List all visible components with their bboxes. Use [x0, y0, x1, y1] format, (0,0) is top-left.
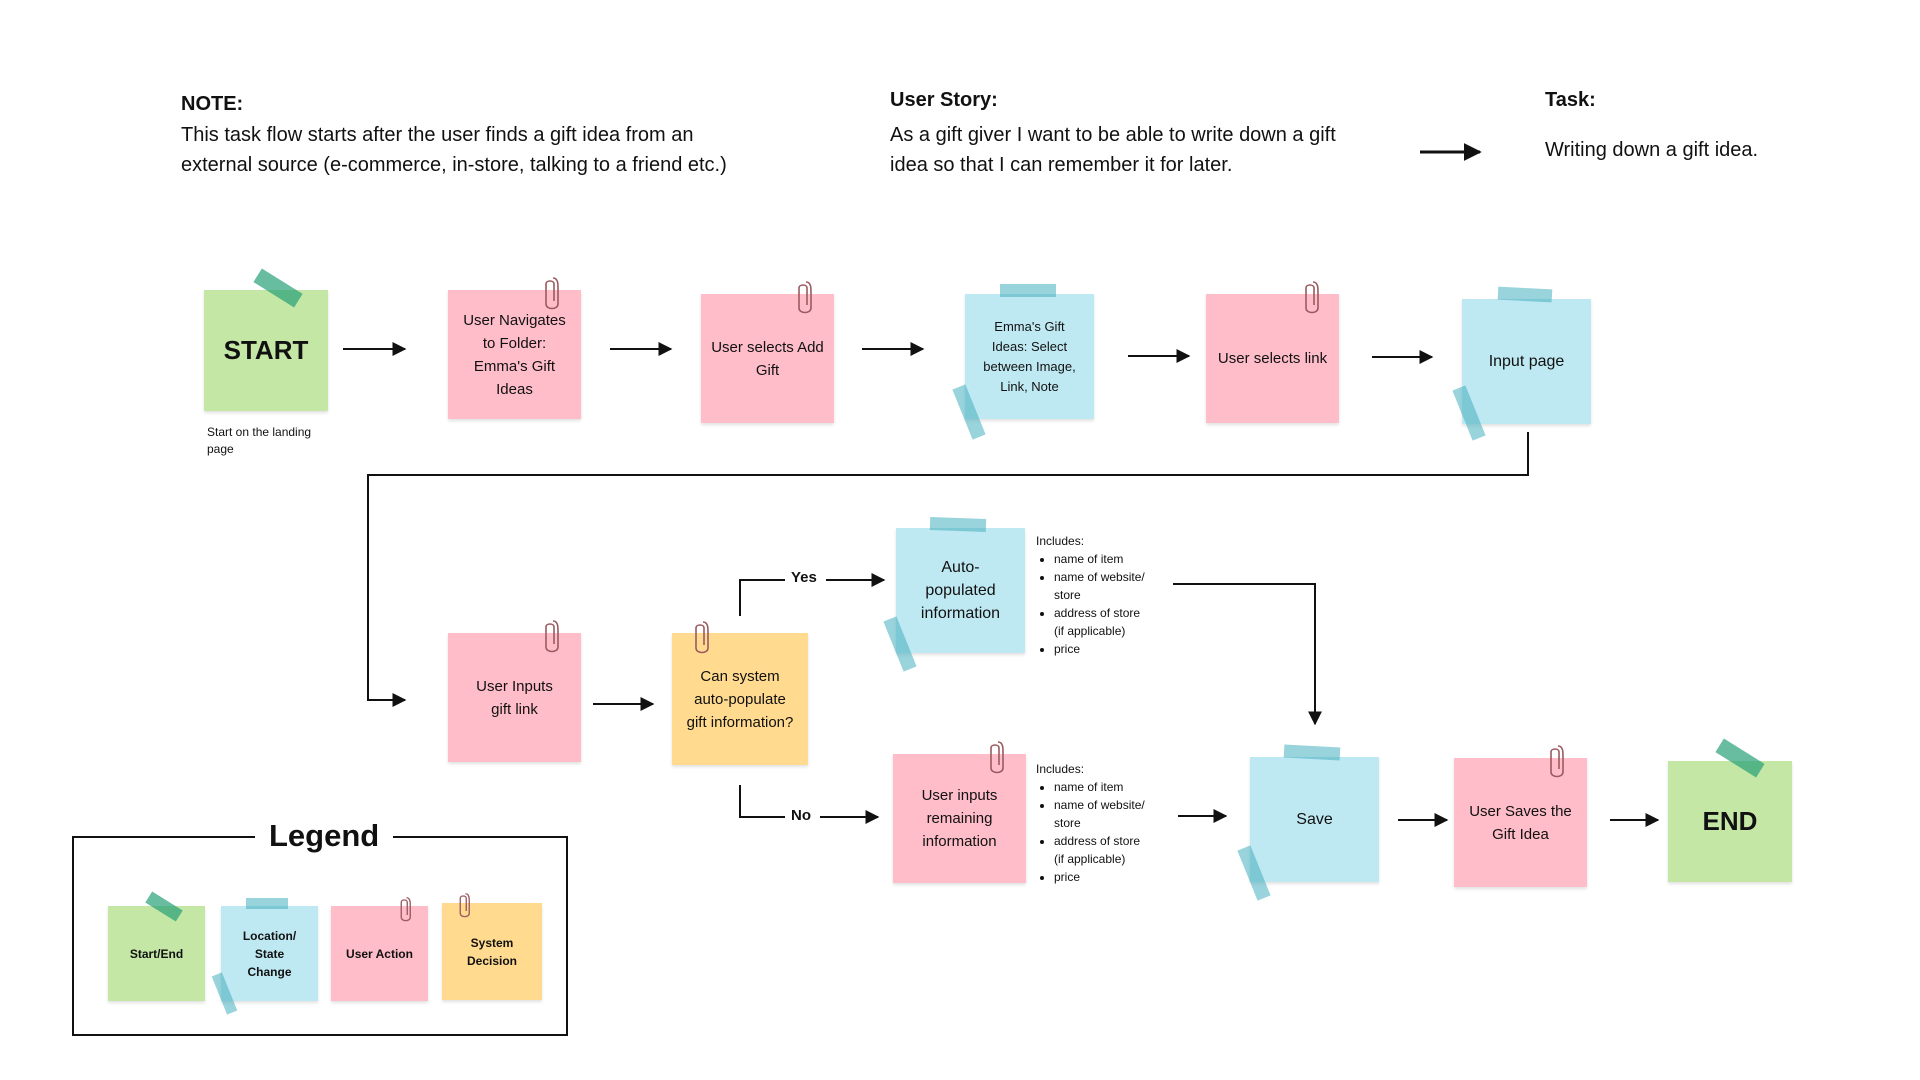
node-line: gift link — [491, 700, 538, 718]
node-line: Ideas: Select — [991, 338, 1068, 354]
yes-branch — [739, 579, 785, 616]
include-item: name of item — [1054, 550, 1145, 568]
caption-line: Start on the landing — [207, 425, 312, 439]
node-line: User Saves the — [1469, 802, 1572, 820]
node-line: Can system — [700, 667, 780, 685]
tape-icon — [1000, 284, 1056, 297]
node-line: auto-populate — [694, 690, 786, 708]
caption-line: page — [207, 442, 234, 456]
include-item: price — [1054, 640, 1145, 658]
legend-user-action: User Action — [331, 906, 428, 1001]
node-line: Emma's Gift — [473, 357, 556, 375]
no-branch — [739, 785, 785, 818]
node-line: User Navigates — [463, 311, 566, 329]
paperclip-icon — [990, 741, 1004, 774]
auto-populated-node: Auto- populated information — [896, 528, 1025, 653]
select-add-gift-node: User selects Add Gift — [701, 294, 834, 423]
inputs-gift-link-node: User Inputs gift link — [448, 633, 581, 762]
story-line: As a gift giver I want to be able to wri… — [890, 124, 1336, 146]
node-line: Ideas — [496, 380, 533, 398]
legend-line: Change — [247, 964, 292, 979]
includes-title: Includes: — [1036, 534, 1085, 548]
arrow — [367, 432, 1529, 707]
legend-line: Location/ — [242, 928, 297, 943]
node-line: information — [920, 605, 1001, 622]
includes-list-top: Includes: name of item name of website/ … — [1036, 532, 1145, 658]
no-label: No — [791, 807, 811, 824]
note-line: This task flow starts after the user fin… — [181, 124, 694, 146]
node-line: populated — [925, 582, 996, 599]
tape-icon — [1497, 286, 1553, 303]
paperclip-icon — [1305, 281, 1319, 314]
include-item: name of website/ store — [1054, 796, 1145, 832]
include-item: address of store (if applicable) — [1054, 832, 1145, 868]
decision-node: Can system auto-populate gift informatio… — [672, 633, 808, 765]
node-line: gift information? — [686, 713, 794, 731]
saves-gift-idea-node: User Saves the Gift Idea — [1454, 758, 1587, 887]
node-line: Emma's Gift — [994, 318, 1065, 334]
task-title: Task: — [1545, 89, 1596, 111]
includes-title: Includes: — [1036, 762, 1085, 776]
includes-list-bottom: Includes: name of item name of website/ … — [1036, 760, 1145, 886]
start-caption: Start on the landing page — [207, 424, 311, 458]
paperclip-icon — [545, 277, 559, 310]
legend-line: System — [470, 935, 514, 950]
note-line: external source (e-commerce, in-store, t… — [181, 154, 727, 176]
node-line: Auto- — [941, 559, 980, 576]
node-line: remaining — [926, 810, 993, 827]
input-page-node: Input page — [1462, 299, 1591, 424]
node-line: User Inputs — [476, 677, 553, 695]
paperclip-icon — [798, 281, 812, 314]
node-line: to Folder: — [482, 334, 547, 352]
paperclip-icon — [1550, 745, 1564, 778]
include-item: address of store (if applicable) — [1054, 604, 1145, 640]
paperclip-icon — [695, 621, 709, 654]
story-line: idea so that I can remember it for later… — [890, 154, 1233, 176]
note-body: This task flow starts after the user fin… — [181, 120, 727, 180]
navigate-node: User Navigates to Folder: Emma's Gift Id… — [448, 290, 581, 419]
legend-start-end: Start/End — [108, 906, 205, 1001]
paperclip-icon — [459, 893, 470, 918]
paperclip-icon — [400, 897, 411, 922]
include-item: price — [1054, 868, 1145, 886]
node-line: Gift Idea — [1492, 825, 1549, 843]
node-line: between Image, — [983, 358, 1076, 374]
yes-label: Yes — [791, 569, 817, 586]
includes-items: name of item name of website/ store addr… — [1036, 778, 1145, 886]
node-line: information — [922, 833, 997, 850]
emma-gift-ideas-node: Emma's Gift Ideas: Select between Image,… — [965, 294, 1094, 419]
includes-items: name of item name of website/ store addr… — [1036, 550, 1145, 658]
legend-system-decision: System Decision — [442, 903, 542, 1000]
note-title: NOTE: — [181, 93, 244, 115]
task-body: Writing down a gift idea. — [1545, 139, 1759, 161]
legend-line: Decision — [466, 953, 517, 968]
end-node: END — [1668, 761, 1792, 882]
paperclip-icon — [545, 620, 559, 653]
legend-title: Legend — [255, 818, 394, 854]
user-story-body: As a gift giver I want to be able to wri… — [890, 120, 1336, 180]
include-item: name of item — [1054, 778, 1145, 796]
save-node: Save — [1250, 757, 1379, 882]
remaining-info-node: User inputs remaining information — [893, 754, 1026, 883]
start-node: START — [204, 290, 328, 411]
legend-line: State — [254, 946, 285, 961]
node-line: Gift — [755, 361, 780, 379]
node-line: User selects Add — [711, 338, 824, 356]
tape-icon — [929, 517, 987, 532]
select-link-node: User selects link — [1206, 294, 1339, 423]
node-line: Link, Note — [1000, 378, 1059, 394]
user-story-title: User Story: — [890, 89, 998, 111]
include-item: name of website/ store — [1054, 568, 1145, 604]
tape-icon — [246, 898, 288, 909]
arrow — [1173, 583, 1322, 726]
legend-location-state-change: Location/ State Change — [221, 906, 318, 1001]
node-line: User inputs — [921, 787, 998, 804]
